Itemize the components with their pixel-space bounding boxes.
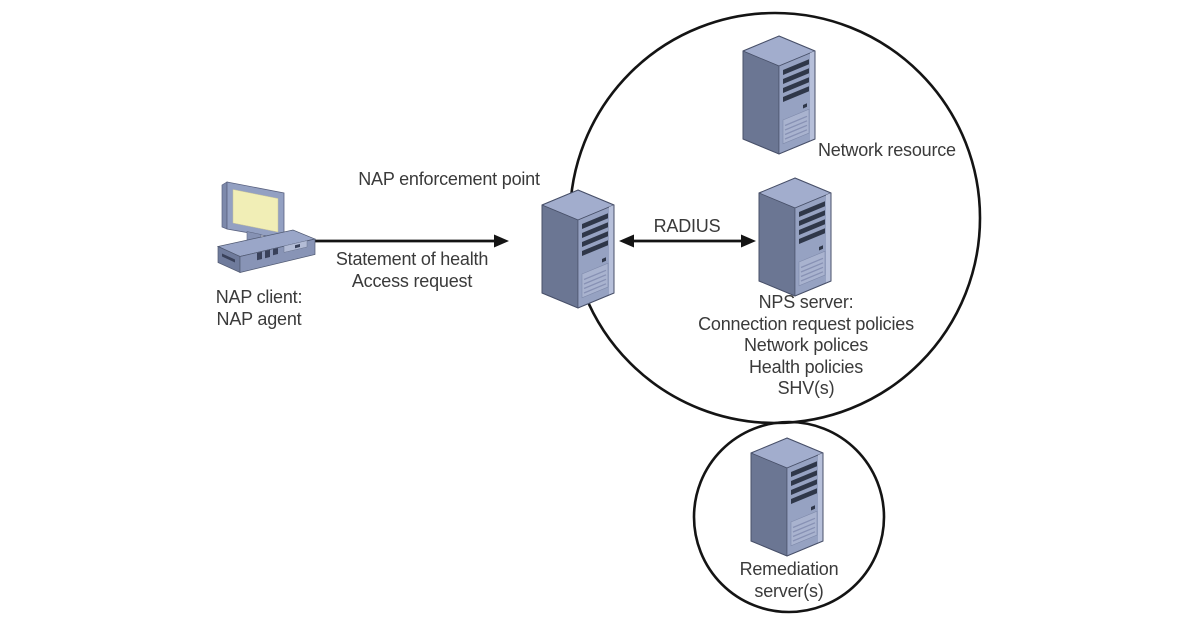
radius-label: RADIUS	[653, 216, 721, 236]
nps-label-network-polices: Network polices	[743, 335, 869, 355]
nps-label-shvs: SHV(s)	[777, 378, 835, 398]
nap-enforcement-point-label: NAP enforcement point	[358, 169, 540, 189]
remediation-line-1: Remediation	[739, 559, 839, 579]
network-resource-server-icon	[742, 35, 816, 155]
remediation-server-icon	[750, 437, 824, 557]
nps-server-icon	[758, 177, 832, 297]
nps-label-title: NPS server:	[758, 292, 854, 312]
statement-line-1: Statement of health	[335, 249, 489, 269]
statement-line-2: Access request	[351, 270, 473, 291]
client-to-enforcement-arrow	[310, 234, 509, 248]
nap-client-label: NAP client: NAP agent	[216, 287, 303, 330]
remediation-boundary-circle	[692, 420, 886, 614]
remediation-servers-label: Remediation server(s)	[740, 559, 839, 602]
network-resource-label: Network resource	[818, 140, 956, 160]
nps-label-health-policies: Health policies	[748, 356, 864, 377]
radius-arrow	[619, 234, 756, 248]
nap-client-line-2: NAP agent	[216, 308, 302, 329]
nps-server-label: NPS server: Connection request policies …	[698, 292, 914, 400]
nap-client-computer-icon	[216, 181, 317, 274]
enforcement-point-server-icon	[541, 189, 615, 309]
remediation-line-2: server(s)	[754, 580, 824, 601]
statement-of-health-label: Statement of health Access request	[335, 249, 489, 292]
nap-client-line-1: NAP client:	[215, 287, 303, 307]
nps-label-connection-request-policies: Connection request policies	[698, 313, 914, 334]
